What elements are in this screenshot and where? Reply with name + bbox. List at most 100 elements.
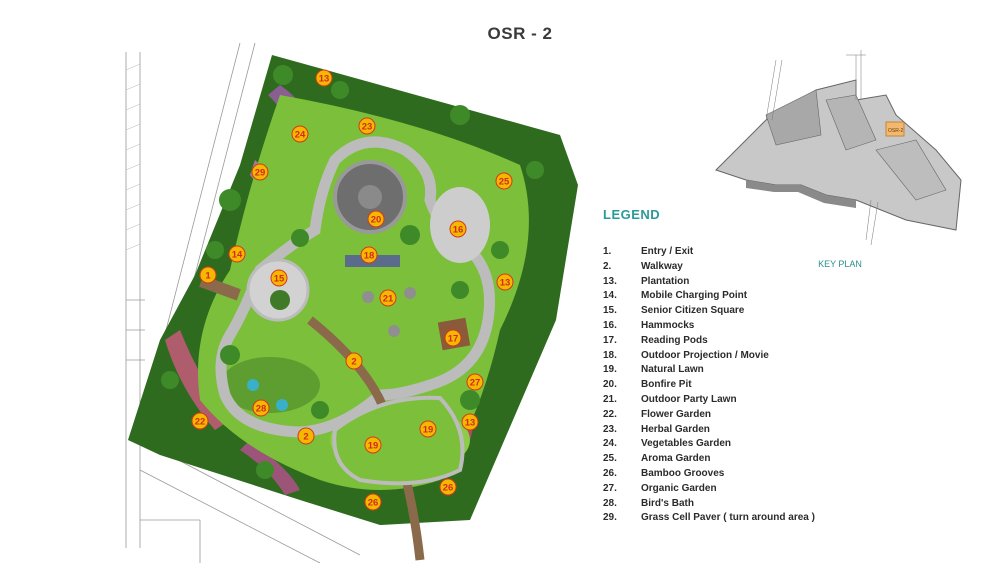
- legend-item: 26. Bamboo Grooves: [603, 468, 815, 483]
- plan-label-marker: [496, 273, 514, 291]
- plan-label-number: 2: [351, 356, 356, 367]
- plan-label-marker: [367, 210, 385, 228]
- legend-label: Herbal Garden: [641, 423, 710, 435]
- legend-number: 16.: [603, 319, 617, 331]
- legend-label: Bamboo Grooves: [641, 467, 725, 479]
- legend-number: 29.: [603, 512, 617, 524]
- legend-item: 28. Bird's Bath: [603, 498, 815, 513]
- legend-label: Walkway: [641, 260, 683, 272]
- plan-label-number: 17: [448, 333, 459, 344]
- plan-label-number: 26: [368, 497, 379, 508]
- legend-number: 1.: [603, 246, 612, 257]
- lawn-patch: [220, 357, 320, 413]
- plan-label-number: 28: [256, 403, 267, 414]
- legend-number: 23.: [603, 423, 617, 435]
- plan-label-number: 19: [368, 440, 379, 451]
- legend-item: 25.Aroma Garden: [603, 453, 815, 468]
- plan-label-marker: [251, 163, 269, 181]
- legend-number: 24.: [603, 438, 617, 450]
- plan-label-number: 19: [423, 424, 434, 435]
- legend-item: 2. Walkway: [603, 261, 815, 276]
- page-title: OSR - 2: [487, 24, 553, 43]
- plan-label-number: 22: [195, 416, 206, 427]
- legend-number: 13.: [603, 275, 617, 287]
- plan-label-marker: [419, 420, 437, 438]
- plan-label-number: 26: [443, 482, 454, 493]
- bird-bath: [247, 379, 259, 391]
- legend-label: Bonfire Pit: [641, 379, 692, 391]
- plan-label-marker: [466, 373, 484, 391]
- plan-label-number: 18: [364, 250, 375, 261]
- plan-label-marker: [315, 69, 333, 87]
- legend-item: 22.Flower Garden: [603, 409, 815, 424]
- legend-label: Outdoor Party Lawn: [641, 393, 737, 405]
- key-plan-road: [746, 180, 856, 208]
- legend-number: 28.: [603, 497, 617, 509]
- key-plan-highlight-label: OSR-2: [888, 128, 904, 134]
- plan-label-number: 15: [274, 273, 285, 284]
- plan-label-marker: [252, 399, 270, 417]
- legend-item: 1.Entry / Exit: [603, 246, 815, 261]
- legend-number: 26.: [603, 467, 617, 479]
- walkway-path: [307, 316, 425, 561]
- plan-label-number: 13: [500, 277, 511, 288]
- legend-label: Grass Cell Paver ( turn around area ): [641, 512, 815, 524]
- legend-item: 13.Plantation: [603, 276, 815, 291]
- key-plan-block: [765, 89, 822, 146]
- legend-item: 23. Herbal Garden: [603, 424, 815, 439]
- key-plan-label: KEY PLAN: [818, 259, 862, 269]
- plan-label-marker: [199, 266, 217, 284]
- plan-label-number: 14: [232, 249, 243, 260]
- legend-item: 16. Hammocks: [603, 320, 815, 335]
- road-hatch: [125, 63, 141, 251]
- plan-label-marker: [291, 125, 309, 143]
- legend-title: LEGEND: [603, 207, 661, 222]
- legend-number: 25.: [603, 453, 617, 465]
- legend-label: Natural Lawn: [641, 364, 704, 376]
- key-plan-map: OSR-2: [715, 50, 962, 246]
- legend-item: 19.Natural Lawn: [603, 364, 815, 379]
- legend-number: 2.: [603, 260, 612, 272]
- legend-item: 20. Bonfire Pit: [603, 379, 815, 394]
- legend-number: 20.: [603, 379, 617, 391]
- plan-label-marker: [358, 117, 376, 135]
- party-tables: [362, 287, 416, 337]
- key-plan-osr2-highlight: [885, 121, 905, 137]
- lower-lawn: [332, 395, 465, 486]
- plan-label-number: 13: [319, 73, 330, 84]
- legend-label: Organic Garden: [641, 482, 717, 494]
- legend-item: 27.Organic Garden: [603, 483, 815, 498]
- plan-label-number: 27: [470, 377, 481, 388]
- plan-label-marker: [360, 246, 378, 264]
- plan-label-number: 13: [465, 417, 476, 428]
- plan-label-marker: [364, 493, 382, 511]
- legend-label: Hammocks: [641, 319, 695, 331]
- plan-label-marker: [297, 427, 315, 445]
- trees: [161, 65, 544, 479]
- legend-label: Outdoor Projection / Movie: [641, 349, 769, 361]
- plan-label-marker: [461, 413, 479, 431]
- key-plan-block: [825, 94, 877, 151]
- legend-number: 21.: [603, 393, 617, 405]
- legend-item: 14.Mobile Charging Point: [603, 290, 815, 305]
- plan-label-number: 2: [303, 431, 308, 442]
- legend-number: 15.: [603, 305, 617, 317]
- plan-label-marker: [449, 220, 467, 238]
- legend-label: Flower Garden: [641, 408, 712, 420]
- legend-item: 15.Senior Citizen Square: [603, 305, 815, 320]
- legend-label: Vegetables Garden: [641, 438, 732, 450]
- plan-label-marker: [495, 172, 513, 190]
- key-plan-block: [875, 139, 947, 201]
- legend-label: Reading Pods: [641, 334, 708, 346]
- plan-label-number: 21: [383, 293, 394, 304]
- plan-label-number: 20: [371, 214, 382, 225]
- legend-number: 18.: [603, 349, 617, 361]
- legend-label: Mobile Charging Point: [641, 290, 748, 302]
- legend-item: 29. Grass Cell Paver ( turn around area ): [603, 512, 815, 527]
- plan-label-marker: [364, 436, 382, 454]
- legend-item: 17.Reading Pods: [603, 335, 815, 350]
- legend-label: Bird's Bath: [641, 497, 694, 509]
